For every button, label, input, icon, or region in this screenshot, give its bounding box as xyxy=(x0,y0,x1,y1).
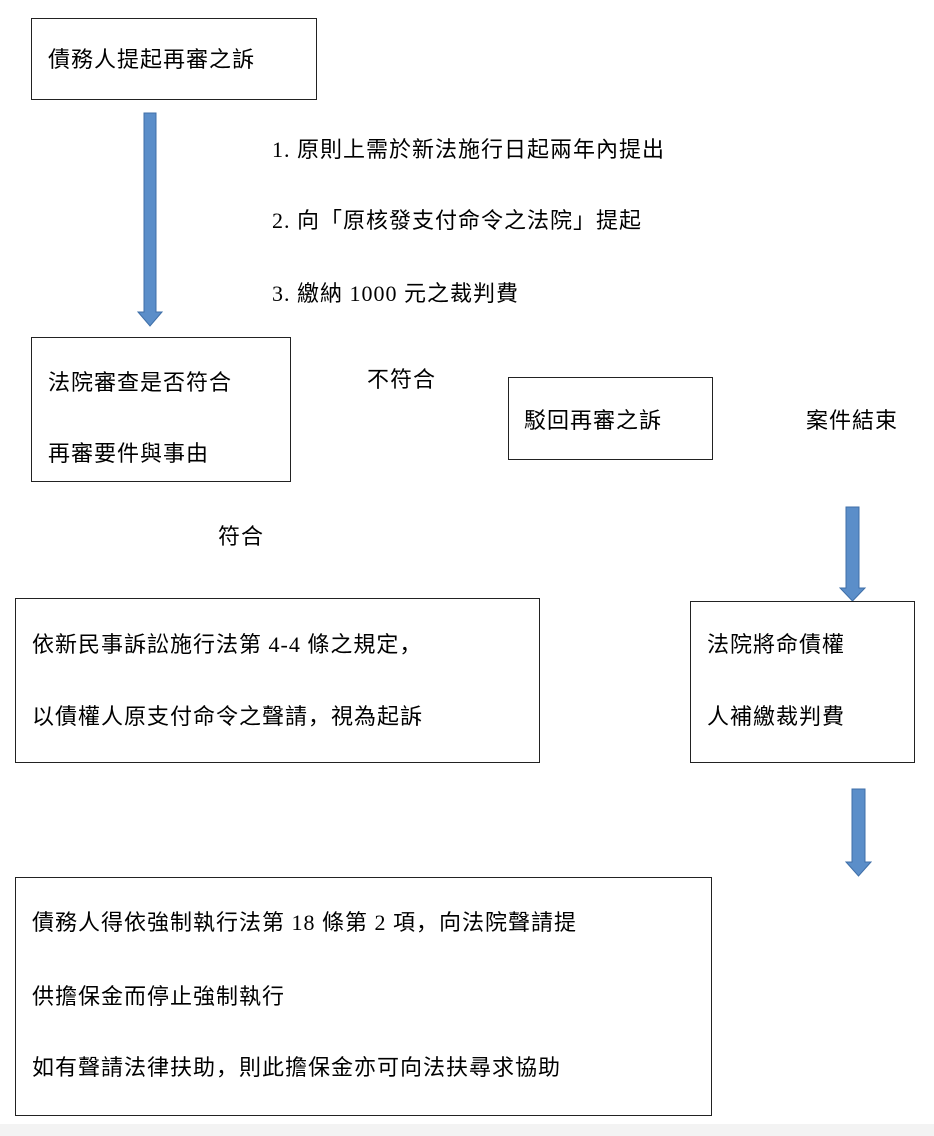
node-deemed-suit xyxy=(15,598,540,763)
arrow-down-icon xyxy=(136,112,164,327)
arrow-down-icon xyxy=(845,788,873,877)
note-2: 2. 向「原核發支付命令之法院」提起 xyxy=(272,208,643,233)
node-review-line2: 再審要件與事由 xyxy=(48,441,210,466)
node-case-end: 案件結束 xyxy=(806,408,899,433)
note-3: 3. 繳納 1000 元之裁判費 xyxy=(272,281,520,306)
node-start-text: 債務人提起再審之訴 xyxy=(48,47,256,72)
node-stay-execution-line2: 供擔保金而停止強制執行 xyxy=(32,984,286,1009)
node-deemed-suit-line2: 以債權人原支付命令之聲請，視為起訴 xyxy=(32,704,424,729)
node-stay-execution-line1: 債務人得依強制執行法第 18 條第 2 項，向法院聲請提 xyxy=(32,910,578,935)
arrow-down-icon xyxy=(839,506,867,602)
node-pay-fee-line2: 人補繳裁判費 xyxy=(707,704,846,729)
node-deemed-suit-line1: 依新民事訴訟施行法第 4-4 條之規定， xyxy=(32,632,423,657)
node-dismiss-text: 駁回再審之訴 xyxy=(524,408,663,433)
node-pay-fee xyxy=(690,601,915,763)
bottom-strip xyxy=(0,1124,934,1136)
label-not-met: 不符合 xyxy=(367,367,437,392)
node-pay-fee-line1: 法院將命債權 xyxy=(707,632,846,657)
node-stay-execution-line3: 如有聲請法律扶助，則此擔保金亦可向法扶尋求協助 xyxy=(32,1055,562,1080)
node-review-line1: 法院審查是否符合 xyxy=(48,370,233,395)
node-stay-execution xyxy=(15,877,712,1116)
note-1: 1. 原則上需於新法施行日起兩年內提出 xyxy=(272,137,666,162)
node-dismiss xyxy=(508,377,713,460)
node-start xyxy=(31,18,317,100)
node-review xyxy=(31,337,291,482)
label-met: 符合 xyxy=(218,524,265,549)
